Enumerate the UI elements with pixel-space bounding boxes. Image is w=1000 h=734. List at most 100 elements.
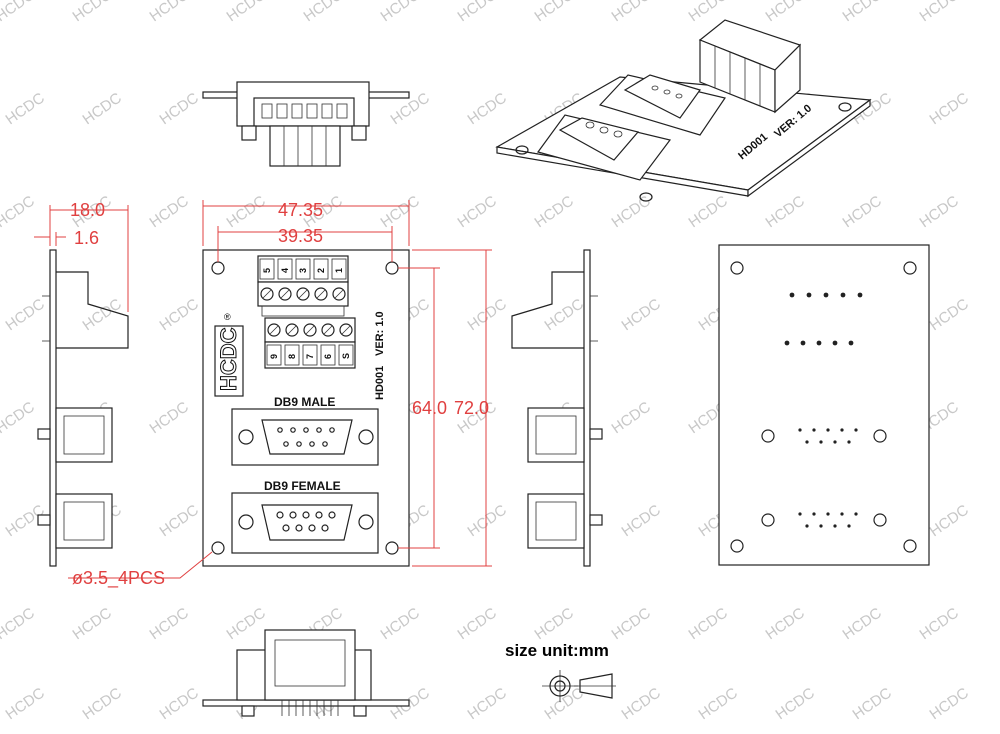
watermark-text: HCDC (927, 295, 972, 334)
terminal-label: 7 (305, 354, 315, 359)
solder-pad (798, 512, 802, 516)
watermark-text: HCDC (301, 0, 346, 25)
top-view (202, 81, 410, 167)
watermark-text: HCDC (147, 0, 192, 25)
solder-pad (847, 524, 851, 528)
db9-pin (295, 524, 303, 532)
terminal-label-box (331, 258, 347, 280)
watermark-text: HCDC (609, 398, 654, 437)
watermark-text: HCDC (465, 89, 510, 128)
db9-pin (308, 524, 316, 532)
solder-pad (832, 340, 838, 346)
watermark-text: HCDC (840, 192, 885, 231)
terminal-label: 4 (280, 268, 290, 273)
watermark-text: HCDC (686, 604, 731, 643)
db9-female-label: DB9 FEMALE (264, 479, 341, 493)
watermark-text: HCDC (378, 0, 423, 25)
terminal-label: 1 (334, 268, 344, 273)
solder-pad (857, 292, 863, 298)
terminal-label: S (341, 353, 351, 359)
db9-pin (303, 427, 309, 433)
solder-pad (840, 428, 844, 432)
terminal-label-box (266, 344, 282, 366)
right-side-view (511, 249, 603, 567)
solder-pad (812, 512, 816, 516)
watermark-text: HCDC (840, 0, 885, 25)
watermark-text: HCDC (619, 501, 664, 540)
watermark-text: HCDC (465, 295, 510, 334)
watermark-text: HCDC (3, 684, 48, 723)
watermark-text: HCDC (80, 89, 125, 128)
registered-mark-icon: ® (224, 312, 231, 322)
hole-spacing-x-dimension: 39.35 (278, 226, 323, 246)
db9-pin (329, 427, 335, 433)
board-height-dimension: 72.0 (454, 398, 489, 418)
projection-symbol-icon (542, 670, 616, 702)
solder-pad (854, 428, 858, 432)
terminal-label-box (259, 258, 275, 280)
db9-male-label: DB9 MALE (274, 395, 335, 409)
db9-pin (277, 427, 283, 433)
db9-pin (276, 511, 284, 519)
solder-pad (805, 440, 809, 444)
terminal-label-box (338, 344, 354, 366)
solder-pad (816, 340, 822, 346)
solder-pad (847, 440, 851, 444)
db9-pin (328, 511, 336, 519)
watermark-text: HCDC (157, 501, 202, 540)
terminal-label: 6 (323, 354, 333, 359)
terminal-label: 8 (287, 354, 297, 359)
watermark-text: HCDC (147, 604, 192, 643)
watermark-text: HCDC (3, 295, 48, 334)
board-logo: HCDC (216, 327, 241, 391)
db9-pin (316, 427, 322, 433)
solder-pad (826, 512, 830, 516)
watermark-text: HCDC (224, 192, 269, 231)
terminal-label-box (295, 258, 311, 280)
watermark-text: HCDC (378, 192, 423, 231)
db9-pin (296, 441, 302, 447)
left-side-view: 18.0 1.6 (34, 200, 129, 567)
watermark-text: HCDC (80, 684, 125, 723)
board-version: VER: 1.0 (374, 311, 386, 356)
solder-pad (823, 292, 829, 298)
watermark-text: HCDC (0, 192, 38, 231)
terminal-label-box (277, 258, 293, 280)
watermark-text: HCDC (773, 684, 818, 723)
watermark-text: HCDC (840, 604, 885, 643)
unit-block: size unit:mm (505, 641, 616, 702)
solder-pad (798, 428, 802, 432)
solder-pad (840, 292, 846, 298)
watermark-text: HCDC (157, 295, 202, 334)
watermark-text: HCDC (696, 684, 741, 723)
terminal-label-box (320, 344, 336, 366)
watermark-text: HCDC (455, 604, 500, 643)
watermark-text: HCDC (917, 192, 962, 231)
solder-pad (819, 524, 823, 528)
watermark-text: HCDC (686, 192, 731, 231)
watermark-text: HCDC (224, 604, 269, 643)
solder-pad (826, 428, 830, 432)
watermark-text: HCDC (542, 295, 587, 334)
watermark-text: HCDC (224, 0, 269, 25)
watermark-text: HCDC (532, 604, 577, 643)
terminal-label: 9 (269, 354, 279, 359)
watermark-text: HCDC (927, 501, 972, 540)
solder-pad (833, 524, 837, 528)
db9-pin (321, 524, 329, 532)
terminal-label-box (284, 344, 300, 366)
watermark-text: HCDC (70, 604, 115, 643)
bottom-view (202, 629, 410, 717)
watermark-text: HCDC (465, 501, 510, 540)
db9-pin (282, 524, 290, 532)
solder-pad (789, 292, 795, 298)
db9-pin (309, 441, 315, 447)
watermark-text: HCDC (609, 192, 654, 231)
watermark-text: HCDC (70, 0, 115, 25)
watermark-text: HCDC (0, 398, 38, 437)
solder-pad (805, 524, 809, 528)
watermark-text: HCDC (455, 192, 500, 231)
db9-pin (322, 441, 328, 447)
solder-pad (784, 340, 790, 346)
